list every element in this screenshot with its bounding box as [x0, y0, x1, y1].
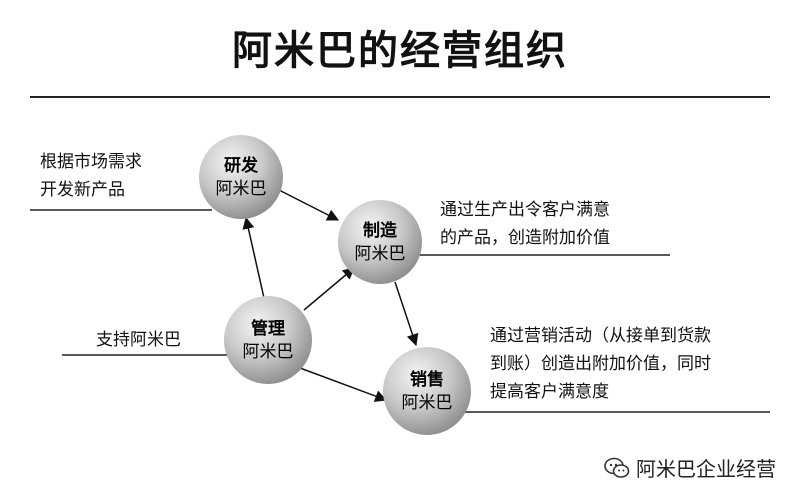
mfg-note-line: 通过生产出令客户满意	[440, 200, 610, 220]
node-mfg-line1: 制造	[363, 220, 398, 241]
mfg-note-line: 的产品，创造附加价值	[440, 228, 610, 248]
mgmt-note-line: 支持阿米巴	[96, 330, 181, 350]
sales-note-line: 到账）创造出附加价值，同时	[490, 354, 711, 374]
sales-note: 通过营销活动（从接单到货款 到账）创造出附加价值，同时 提高客户满意度	[490, 322, 711, 406]
wechat-icon	[604, 457, 630, 479]
node-mgmt: 管理 阿米巴	[224, 296, 312, 384]
watermark: 阿米巴企业经营	[604, 453, 776, 482]
rnd-note: 根据市场需求 开发新产品	[40, 148, 142, 204]
arrow-mgmt-to-sales	[299, 367, 388, 402]
node-sales-line2: 阿米巴	[402, 393, 453, 413]
arrow-mgmt-to-rnd	[242, 216, 265, 299]
node-rnd-line1: 研发	[224, 155, 259, 176]
node-rnd-line2: 阿米巴	[216, 179, 267, 199]
rnd-note-line: 根据市场需求	[40, 152, 142, 172]
sales-note-line: 提高客户满意度	[490, 382, 609, 402]
node-rnd: 研发 阿米巴	[199, 135, 283, 219]
arrow-rnd-to-mfg	[274, 187, 340, 221]
title-divider	[30, 96, 770, 98]
sales-note-line: 通过营销活动（从接单到货款	[490, 326, 711, 346]
node-mgmt-line1: 管理	[251, 318, 285, 339]
mgmt-note: 支持阿米巴	[96, 326, 181, 354]
watermark-text: 阿米巴企业经营	[636, 457, 776, 481]
arrow-mgmt-to-mfg	[303, 267, 355, 311]
rnd-note-line: 开发新产品	[40, 180, 125, 200]
node-mfg: 制造 阿米巴	[338, 200, 422, 284]
node-mfg-line2: 阿米巴	[355, 244, 406, 264]
node-sales-line1: 销售	[410, 369, 444, 390]
arrow-mfg-to-sales	[394, 281, 419, 347]
node-sales: 销售 阿米巴	[383, 347, 471, 435]
mfg-note: 通过生产出令客户满意 的产品，创造附加价值	[440, 196, 610, 252]
diagram-title: 阿米巴的经营组织	[232, 28, 568, 74]
node-mgmt-line2: 阿米巴	[243, 342, 294, 362]
